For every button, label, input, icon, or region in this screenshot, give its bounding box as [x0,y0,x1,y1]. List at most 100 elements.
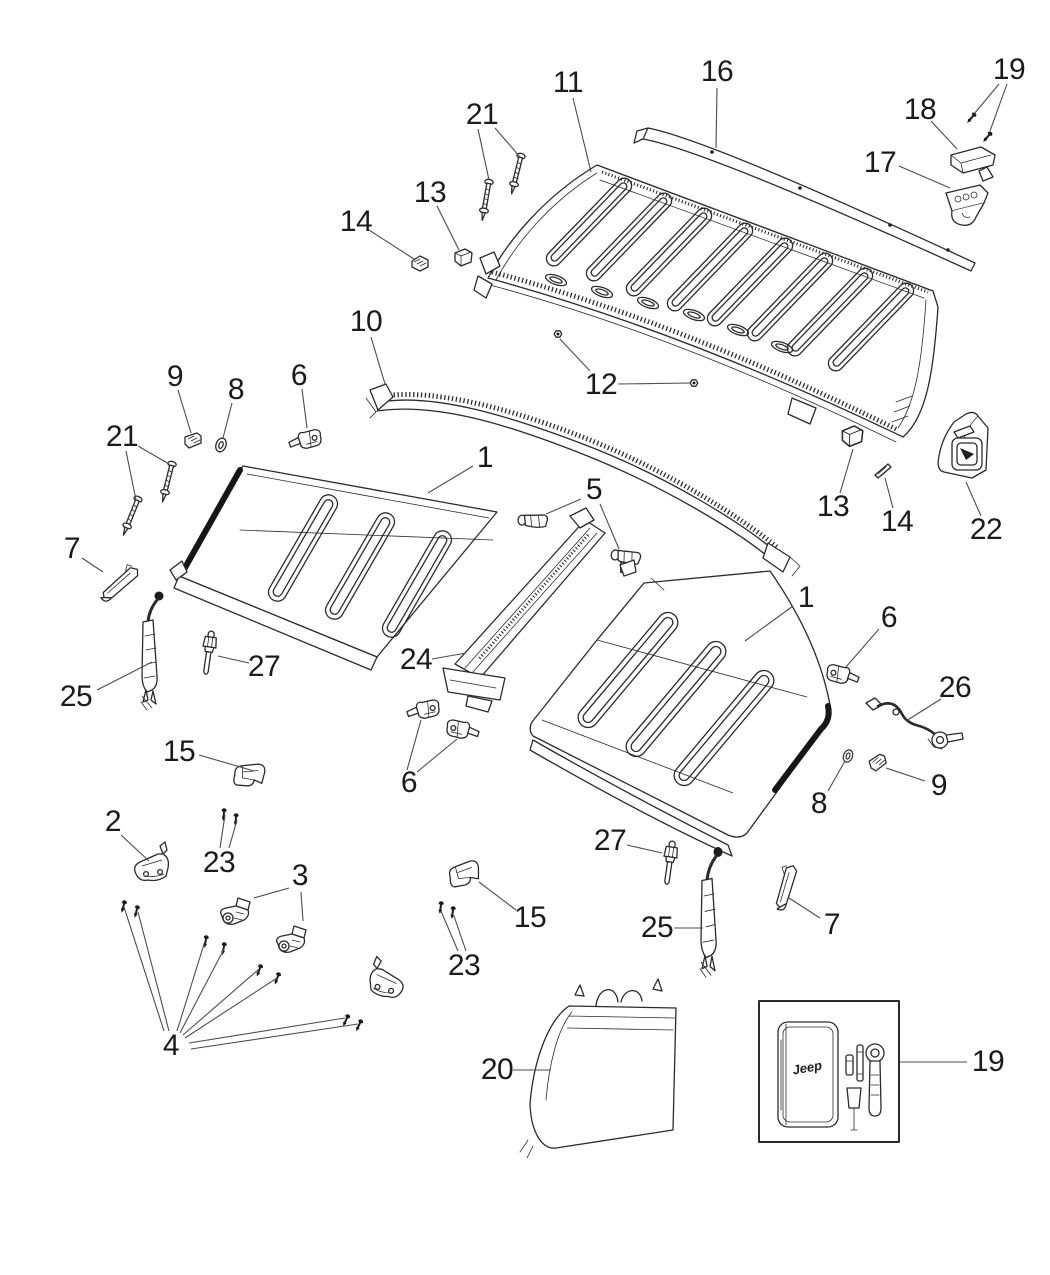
part-2-bracket-drawing [134,841,170,882]
leader-line-4 [182,968,260,1036]
callout-23-left[interactable]: 23 [202,846,236,879]
part-2-bracket-right-drawing [367,955,408,1000]
leader-line-5 [545,498,582,515]
callout-13-right[interactable]: 13 [816,490,850,523]
leader-line-16 [715,87,718,149]
callout-7-left[interactable]: 7 [63,532,81,565]
part-9-clip-right-drawing [867,752,889,773]
leader-line-4 [176,940,206,1032]
callout-5[interactable]: 5 [585,473,603,506]
leader-line-13-left [436,205,460,251]
part-8-clip-left-drawing [213,436,229,454]
part-24-center-rail-drawing [442,507,606,713]
callout-3[interactable]: 3 [291,859,309,892]
callout-6-left[interactable]: 6 [290,359,308,392]
leader-line-1-right [744,605,794,642]
part-25-latch-center-drawing [698,845,725,980]
callout-22[interactable]: 22 [969,513,1003,546]
callout-15-center[interactable]: 15 [513,901,547,934]
leader-line-21-left [137,445,170,465]
leader-line-8-right [827,760,846,792]
callout-2[interactable]: 2 [104,805,122,838]
leader-line-24 [431,652,467,660]
callout-25-left[interactable]: 25 [59,680,93,713]
callout-17[interactable]: 17 [863,146,897,179]
part-19-screws-drawing [965,111,994,144]
callout-14-right[interactable]: 14 [880,505,914,538]
callout-16[interactable]: 16 [700,55,734,88]
callout-19-bottom[interactable]: 19 [971,1045,1005,1078]
leader-line-27-left [217,655,250,664]
callout-18[interactable]: 18 [903,93,937,126]
leader-line-18 [930,120,958,150]
leader-line-4 [179,948,225,1034]
part-7-bracket-left-drawing [92,561,145,604]
leader-line-25-left [96,661,153,691]
callout-20[interactable]: 20 [480,1053,514,1086]
callout-14-left[interactable]: 14 [339,205,373,238]
leader-line-23-center [440,910,459,952]
callout-6-right[interactable]: 6 [880,601,898,634]
part-6-latch-right-drawing [824,663,862,687]
part-15-clip-center-drawing [447,859,481,888]
callout-19-top[interactable]: 19 [992,53,1026,86]
callout-9-left[interactable]: 9 [166,360,184,393]
callout-8-right[interactable]: 8 [810,787,828,820]
part-9-clip-left-drawing [184,432,202,449]
leader-line-23-center [453,915,467,952]
callout-26[interactable]: 26 [938,671,972,704]
part-1-front-panel-right-drawing [529,559,832,857]
leader-line-3 [300,891,304,922]
part-1-front-panel-left-drawing [169,465,498,671]
callout-24[interactable]: 24 [399,643,433,676]
callout-1-left[interactable]: 1 [476,441,494,474]
callout-21-top[interactable]: 21 [465,98,499,131]
leader-line-11 [572,97,592,173]
callout-25-center[interactable]: 25 [640,911,674,944]
leader-lines [81,83,1008,1071]
leader-line-26 [905,698,942,722]
leader-line-21-top [494,127,521,158]
callout-11[interactable]: 11 [552,66,584,99]
leader-line-14-left [368,229,415,260]
leader-line-9-right [885,767,926,782]
leader-line-1-left [427,465,474,494]
leader-line-4 [188,1017,346,1044]
part-25-latch-left-drawing [139,590,165,712]
callout-7-right[interactable]: 7 [823,908,841,941]
leader-line-6-left [301,388,308,429]
callout-27-left[interactable]: 27 [247,650,281,683]
callout-12[interactable]: 12 [584,368,618,401]
part-16-trim-strip-drawing [633,127,976,272]
part-22-corner-bracket-drawing [937,411,989,479]
part-27-stud-left-drawing [198,629,219,676]
part-14-clip-left-drawing [411,255,429,272]
leader-line-7-right [788,897,821,919]
callout-23-center[interactable]: 23 [447,949,481,982]
leader-line-14-right [884,477,894,509]
callout-4[interactable]: 4 [162,1029,180,1062]
leader-line-17 [898,165,951,189]
callout-27-center[interactable]: 27 [593,824,627,857]
callout-13-left[interactable]: 13 [413,176,447,209]
part-11-rear-hardtop-panel-drawing [473,164,939,443]
callout-10[interactable]: 10 [349,305,383,338]
leader-line-4 [184,977,278,1039]
leader-line-19-top [989,83,1008,132]
part-17-bracket-drawing [945,184,989,226]
part-21-bolts-left-drawing [118,459,178,538]
callout-6-center[interactable]: 6 [400,766,418,799]
callout-8-left[interactable]: 8 [227,373,245,406]
part-27-stud-center-drawing [659,839,680,886]
leader-line-3 [253,887,290,899]
callout-21-left[interactable]: 21 [105,420,139,453]
leader-line-2 [120,834,150,862]
part-26-wiring-harness-drawing [865,697,964,750]
leader-line-12 [617,382,691,385]
part-15-clip-left-drawing [232,759,267,791]
callout-1-right[interactable]: 1 [797,581,815,614]
callout-9-right[interactable]: 9 [930,769,948,802]
leader-line-10 [370,336,386,385]
callout-15-left[interactable]: 15 [162,735,196,768]
